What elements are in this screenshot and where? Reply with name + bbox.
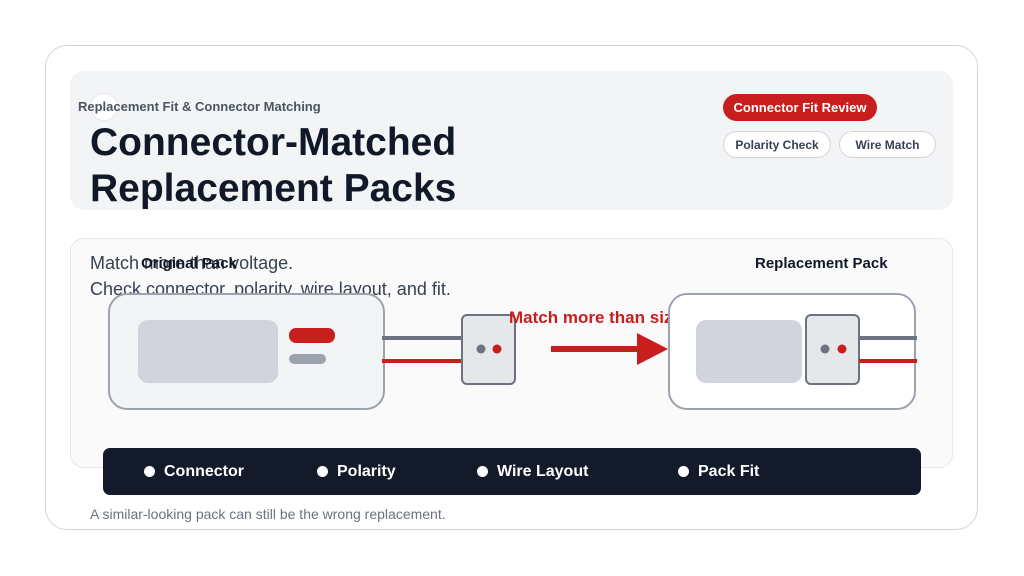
arrow-right-icon bbox=[551, 333, 668, 365]
arrow-label-wrap: Match more than size bbox=[509, 306, 668, 330]
legend-label: Polarity bbox=[337, 462, 396, 480]
connector-plug-icon bbox=[461, 314, 516, 385]
pill-polarity-check[interactable]: Polarity Check bbox=[723, 131, 831, 158]
legend-label: Pack Fit bbox=[698, 462, 760, 480]
page-title-line-1: Connector-Matched bbox=[90, 121, 457, 164]
page-title: Connector-Matched Replacement Packs bbox=[90, 120, 456, 212]
arrow-label: Match more than size bbox=[509, 308, 668, 327]
intro-line-1: Match more than voltage. bbox=[90, 253, 294, 273]
legend-item-wire-layout: Wire Layout bbox=[477, 448, 588, 495]
legend-label: Connector bbox=[164, 462, 244, 480]
eyebrow-badge bbox=[90, 93, 118, 121]
legend-item-pack-fit: Pack Fit bbox=[678, 448, 759, 495]
legend-dot bbox=[477, 466, 488, 477]
legend-dot bbox=[317, 466, 328, 477]
battery-pack-icon bbox=[108, 293, 385, 410]
page-title-line-2: Replacement Packs bbox=[90, 167, 457, 210]
eyebrow-text: Replacement Fit & Connector Matching bbox=[78, 99, 321, 114]
legend-item-connector: Connector bbox=[144, 448, 244, 495]
legend-label: Wire Layout bbox=[497, 462, 589, 480]
pill-wire-match[interactable]: Wire Match bbox=[839, 131, 936, 158]
legend-dot bbox=[678, 466, 689, 477]
legend-bar: Connector Polarity Wire Layout Pack Fit bbox=[103, 448, 921, 495]
legend-item-polarity: Polarity bbox=[317, 448, 396, 495]
legend-dot bbox=[144, 466, 155, 477]
original-pack-label: Original Pack bbox=[141, 255, 237, 272]
connector-plug-icon bbox=[805, 314, 860, 385]
original-wires bbox=[382, 336, 462, 363]
replacement-wires bbox=[859, 336, 917, 363]
battery-pack-icon bbox=[668, 293, 916, 410]
pill-connector-fit-review[interactable]: Connector Fit Review bbox=[723, 94, 877, 121]
replacement-pack-label: Replacement Pack bbox=[755, 255, 888, 272]
footnote: A similar-looking pack can still be the … bbox=[90, 506, 446, 522]
